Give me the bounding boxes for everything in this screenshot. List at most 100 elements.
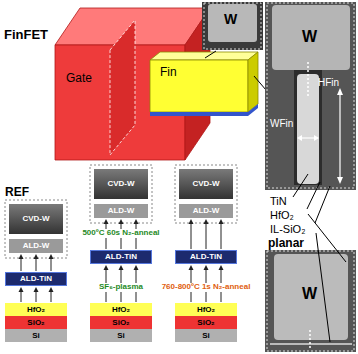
layer-name: Si bbox=[117, 332, 125, 340]
arrow-line bbox=[221, 223, 222, 249]
process-note: SF₆-plasma bbox=[98, 283, 144, 292]
arrowhead bbox=[49, 254, 54, 259]
ald-w-layer: ALD-W bbox=[179, 204, 233, 218]
dotted-line bbox=[309, 330, 311, 350]
layer-name: ALD-W bbox=[108, 207, 135, 215]
arrowhead bbox=[49, 287, 54, 292]
gate-top-face bbox=[55, 8, 210, 45]
arrowhead bbox=[189, 219, 194, 224]
layer-name: HfO₂ bbox=[27, 306, 45, 314]
arrowhead bbox=[104, 219, 109, 224]
flow-arrows bbox=[189, 219, 224, 249]
tem-frame bbox=[204, 3, 261, 49]
arrow-line bbox=[191, 223, 192, 249]
part-label: Gate bbox=[66, 72, 92, 85]
tem-w-region bbox=[274, 254, 348, 340]
layer-name: HfO₂ bbox=[197, 306, 215, 314]
tem-image bbox=[265, 250, 356, 352]
dashed-outline bbox=[90, 165, 152, 223]
layer-name: SiO₂ bbox=[27, 319, 44, 327]
layer-name: SiO₂ bbox=[112, 319, 129, 327]
tem-finfet bbox=[265, 2, 356, 190]
cvd-w-layer: CVD-W bbox=[94, 169, 148, 199]
arrowhead bbox=[134, 219, 139, 224]
arrowhead bbox=[134, 265, 139, 270]
arrowhead bbox=[119, 265, 124, 270]
layer-name: HfO₂ bbox=[112, 306, 130, 314]
device-title: FinFET bbox=[4, 28, 48, 42]
arrowhead bbox=[19, 254, 24, 259]
layer-name: ALD-TiN bbox=[190, 253, 222, 261]
stack-title: REF bbox=[5, 186, 29, 199]
layer-label: HfO₂ bbox=[270, 209, 294, 221]
tem-frame bbox=[267, 251, 354, 351]
pointer-line bbox=[315, 186, 330, 223]
process-note: 760-800ºC 1s N₂-anneal bbox=[161, 283, 252, 292]
layer-name: CVD-W bbox=[107, 180, 134, 188]
arrowhead bbox=[219, 265, 224, 270]
arrow-line bbox=[21, 291, 22, 302]
hfo2-layer: HfO₂ bbox=[90, 303, 152, 316]
ald-tin-layer: ALD-TiN bbox=[175, 250, 237, 264]
arrowhead bbox=[204, 219, 209, 224]
layer-name: ALD-TiN bbox=[20, 275, 52, 283]
layer-label: IL-SiO₂ bbox=[270, 223, 305, 235]
arrowhead bbox=[189, 265, 194, 270]
structure-label: planar bbox=[268, 237, 304, 250]
fin-top bbox=[150, 52, 258, 60]
arrowhead bbox=[119, 219, 124, 224]
material-label: W bbox=[302, 285, 317, 303]
leader-lines bbox=[205, 51, 266, 90]
arrowhead bbox=[34, 254, 39, 259]
layer-name: Si bbox=[202, 332, 210, 340]
fin-oxide bbox=[150, 104, 258, 116]
tem-planar bbox=[265, 250, 356, 352]
fin bbox=[150, 52, 258, 116]
leader-line bbox=[205, 51, 216, 58]
si-substrate: Si bbox=[175, 329, 237, 342]
tem-image bbox=[202, 2, 263, 50]
si-substrate: Si bbox=[90, 329, 152, 342]
ald-w-layer: ALD-W bbox=[9, 239, 63, 253]
hfo2-layer: HfO₂ bbox=[175, 303, 237, 316]
material-label: W bbox=[224, 12, 237, 27]
layer-name: SiO₂ bbox=[197, 319, 214, 327]
dotted-line bbox=[307, 62, 309, 96]
arrow-line bbox=[51, 258, 52, 271]
pointer-line bbox=[307, 182, 320, 209]
dashed-outline bbox=[5, 200, 67, 258]
ald-tin-layer: ALD-TiN bbox=[90, 250, 152, 264]
process-note: 500ºC 60s N₂-anneal bbox=[81, 229, 160, 238]
arrowhead bbox=[314, 135, 319, 141]
layer-name: ALD-W bbox=[23, 242, 50, 250]
cvd-w-layer: CVD-W bbox=[179, 169, 233, 199]
layer-name: ALD-TiN bbox=[105, 253, 137, 261]
arrowhead bbox=[219, 219, 224, 224]
layer-pointers bbox=[293, 174, 346, 342]
tem-interface bbox=[270, 343, 352, 345]
arrowhead bbox=[204, 265, 209, 270]
si-substrate: Si bbox=[5, 329, 67, 342]
arrowhead bbox=[19, 287, 24, 292]
width-arrow bbox=[300, 137, 316, 138]
arrow-line bbox=[36, 258, 37, 271]
arrowhead bbox=[34, 287, 39, 292]
leader-line bbox=[254, 76, 266, 90]
tem-w-region bbox=[208, 4, 257, 42]
layer-name: CVD-W bbox=[22, 215, 49, 223]
pointer-line bbox=[316, 233, 330, 342]
sio2-layer: SiO₂ bbox=[175, 316, 237, 329]
tem-w-region bbox=[272, 5, 350, 70]
gate-block bbox=[55, 8, 210, 160]
arrow-line bbox=[21, 258, 22, 271]
sio2-layer: SiO₂ bbox=[5, 316, 67, 329]
arrow-line bbox=[206, 223, 207, 249]
layer-label: TiN bbox=[270, 195, 287, 207]
arrowhead bbox=[297, 135, 302, 141]
dashed-outline bbox=[175, 165, 237, 223]
tem-image bbox=[265, 2, 356, 190]
arrowhead bbox=[104, 265, 109, 270]
tem-gate-stack bbox=[294, 70, 322, 185]
layer-name: CVD-W bbox=[192, 180, 219, 188]
gate-side-face bbox=[185, 8, 210, 160]
